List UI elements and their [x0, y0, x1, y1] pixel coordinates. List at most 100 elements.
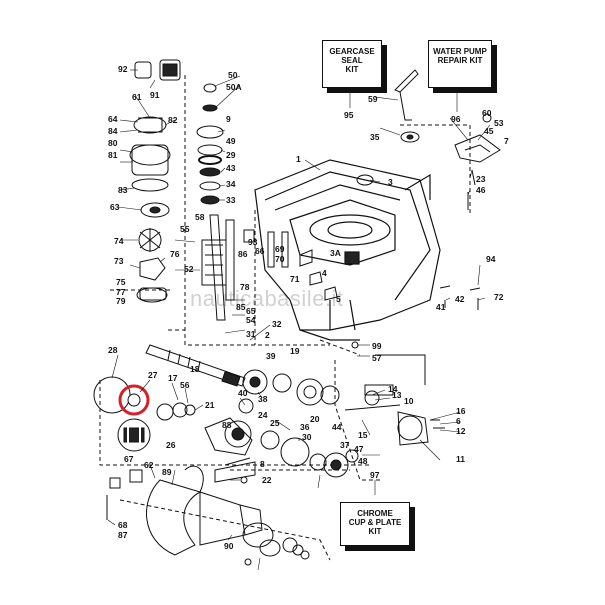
gearcase-seal-kit-box: GEARCASE SEAL KIT: [322, 40, 382, 88]
chrome-cup-plate-kit-box: CHROME CUP & PLATE KIT: [340, 502, 410, 546]
part-label: 82: [168, 115, 178, 125]
part-label: 75: [116, 277, 126, 287]
part-label: 58: [195, 212, 205, 222]
part-label: 65: [246, 306, 256, 316]
part-label: 52: [184, 264, 194, 274]
part-label: 61: [132, 92, 142, 102]
kit-title-line: KIT: [368, 527, 382, 536]
part-label: 24: [258, 410, 268, 420]
water-pump-parts: [129, 59, 224, 303]
part-label: 5: [336, 294, 341, 304]
seal-highlight: [93, 376, 151, 452]
part-label: 49: [226, 136, 236, 146]
part-label: 70: [275, 254, 285, 264]
part-label: 91: [150, 90, 160, 100]
part-label: 13: [392, 390, 402, 400]
part-labels: 92 91 50 50A 61 9 64 84 82 49 80 29 81 4…: [108, 64, 509, 551]
part-label: 17: [168, 373, 178, 383]
part-label: 81: [108, 150, 118, 160]
kit-leaders: [349, 90, 458, 495]
gears-bearings: [156, 369, 445, 483]
part-label: 90: [224, 541, 234, 551]
part-label: 50: [228, 70, 238, 80]
kit-title-line: CHROME: [357, 509, 393, 518]
part-label: 44: [332, 422, 342, 432]
drive-shaft: [201, 214, 289, 321]
part-label: 64: [108, 114, 118, 124]
kit-title-line: REPAIR KIT: [437, 56, 483, 65]
part-label: 2: [265, 330, 270, 340]
part-label: 88: [222, 420, 232, 430]
part-label: 73: [114, 256, 124, 266]
part-label: 74: [114, 236, 124, 246]
part-label: 94: [486, 254, 496, 264]
part-label: 69: [275, 244, 285, 254]
kit-ref-chrome: 97: [370, 470, 380, 480]
part-label: 77: [116, 287, 126, 297]
part-label: 59: [368, 94, 378, 104]
part-label: 7: [504, 136, 509, 146]
part-label: 54: [246, 315, 256, 325]
part-label: 32: [272, 319, 282, 329]
part-label: 29: [226, 150, 236, 160]
part-label: 45: [484, 126, 494, 136]
part-label: 53: [494, 118, 504, 128]
part-label: 99: [372, 341, 382, 351]
part-label: 60: [482, 108, 492, 118]
part-label: 1: [296, 154, 301, 164]
part-label: 20: [310, 414, 320, 424]
part-label: 31: [246, 329, 256, 339]
part-label: 14: [388, 384, 398, 394]
part-label: 16: [456, 406, 466, 416]
part-label: 78: [240, 282, 250, 292]
part-label: 42: [455, 294, 465, 304]
part-label: 72: [494, 292, 504, 302]
part-label: 36: [300, 422, 310, 432]
part-label: 80: [108, 138, 118, 148]
part-label: 37: [340, 440, 350, 450]
part-label: 83: [118, 185, 128, 195]
propeller: [106, 465, 310, 566]
part-label: 8: [260, 459, 265, 469]
propeller-shaft: [145, 344, 246, 387]
kit-title-line: KIT: [345, 65, 359, 74]
part-label: 4: [322, 268, 327, 278]
assembly-guides: [99, 75, 471, 561]
part-label: 43: [226, 163, 236, 173]
kit-ref-gearcase: 95: [344, 110, 354, 120]
kit-title-line: GEARCASE: [329, 47, 375, 56]
part-label: 6: [456, 416, 461, 426]
part-label: 92: [118, 64, 128, 74]
kit-title-line: WATER PUMP: [433, 47, 487, 56]
part-label: 67: [124, 454, 134, 464]
part-label: 68: [118, 520, 128, 530]
part-label: 56: [180, 380, 190, 390]
part-label: 48: [358, 456, 368, 466]
part-label: 47: [354, 444, 364, 454]
part-label: 30: [302, 432, 312, 442]
part-label: 85: [236, 302, 246, 312]
part-label: 93: [248, 237, 258, 247]
part-label: 38: [258, 394, 268, 404]
part-label: 84: [108, 126, 118, 136]
water-pump-repair-kit-box: WATER PUMP REPAIR KIT: [428, 40, 492, 88]
part-label: 19: [290, 346, 300, 356]
part-label: 9: [226, 114, 231, 124]
part-label: 26: [166, 440, 176, 450]
gearcase-housing: [254, 159, 441, 341]
kit-title-line: SEAL: [341, 56, 363, 65]
part-label: 50A: [226, 82, 242, 92]
watermark: nauticabasile.it: [190, 286, 344, 311]
part-label: 27: [148, 370, 158, 380]
part-label: 18: [190, 364, 200, 374]
leader-lines: [107, 69, 491, 571]
part-label: 21: [205, 400, 215, 410]
part-label: 89: [162, 467, 172, 477]
part-label: 71: [290, 274, 300, 284]
part-label: 3A: [330, 248, 341, 258]
part-label: 66: [255, 246, 265, 256]
part-label: 63: [110, 202, 120, 212]
part-label: 86: [238, 249, 248, 259]
part-label: 87: [118, 530, 128, 540]
part-label: 46: [476, 185, 486, 195]
